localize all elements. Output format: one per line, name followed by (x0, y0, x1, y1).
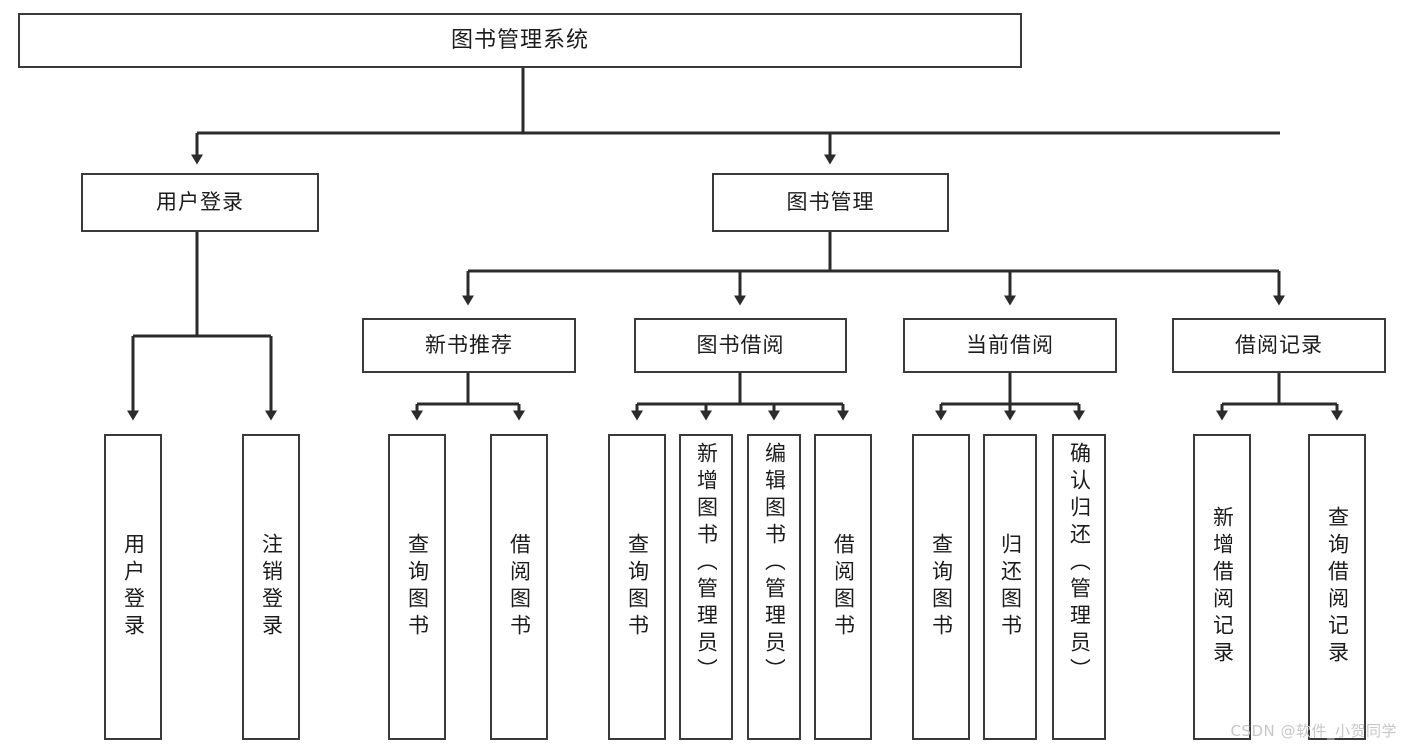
node-label: 用户登录 (156, 190, 244, 214)
leaf-confirm-return-admin[interactable]: 确认归还（管理员） (1052, 434, 1106, 740)
node-label: 查询图书 (930, 533, 952, 641)
node-label: 新书推荐 (425, 333, 513, 357)
node-label: 当前借阅 (966, 333, 1054, 357)
node-label: 查询图书 (626, 533, 648, 641)
leaf-query-book-borrow[interactable]: 查询图书 (608, 434, 666, 740)
node-label: 用户登录 (122, 533, 144, 641)
node-label: 借阅记录 (1235, 333, 1323, 357)
leaf-query-book-current[interactable]: 查询图书 (912, 434, 970, 740)
node-borrow-records[interactable]: 借阅记录 (1172, 318, 1386, 373)
leaf-edit-book-admin[interactable]: 编辑图书（管理员） (747, 434, 801, 740)
node-label: 确认归还（管理员） (1068, 442, 1090, 685)
leaf-borrow-book-recommend[interactable]: 借阅图书 (490, 434, 548, 740)
leaf-logout[interactable]: 注销登录 (242, 434, 300, 740)
node-book-borrow[interactable]: 图书借阅 (634, 318, 847, 373)
node-current-borrow[interactable]: 当前借阅 (903, 318, 1117, 373)
node-label: 借阅图书 (832, 533, 854, 641)
leaf-query-book-recommend[interactable]: 查询图书 (388, 434, 446, 740)
node-user-login[interactable]: 用户登录 (81, 173, 319, 232)
node-book-management[interactable]: 图书管理 (712, 173, 949, 232)
node-new-book-recommend[interactable]: 新书推荐 (362, 318, 576, 373)
node-label: 借阅图书 (508, 533, 530, 641)
node-label: 查询图书 (406, 533, 428, 641)
node-label: 图书管理系统 (450, 27, 589, 53)
node-label: 查询借阅记录 (1326, 506, 1348, 668)
leaf-query-borrow-record[interactable]: 查询借阅记录 (1308, 434, 1366, 740)
node-label: 注销登录 (260, 533, 282, 641)
leaf-borrow-book[interactable]: 借阅图书 (814, 434, 872, 740)
node-label: 图书借阅 (696, 333, 785, 357)
node-label: 图书管理 (786, 190, 875, 214)
node-label: 归还图书 (999, 533, 1021, 641)
leaf-return-book[interactable]: 归还图书 (983, 434, 1037, 740)
node-label: 新增图书（管理员） (695, 442, 717, 685)
node-label: 新增借阅记录 (1211, 506, 1233, 668)
node-label: 编辑图书（管理员） (763, 442, 785, 685)
node-root-system[interactable]: 图书管理系统 (18, 13, 1022, 68)
csdn-watermark: CSDN @软件_小贺同学 (1230, 722, 1397, 740)
leaf-add-borrow-record[interactable]: 新增借阅记录 (1193, 434, 1251, 740)
leaf-user-login[interactable]: 用户登录 (104, 434, 162, 740)
leaf-add-book-admin[interactable]: 新增图书（管理员） (679, 434, 733, 740)
